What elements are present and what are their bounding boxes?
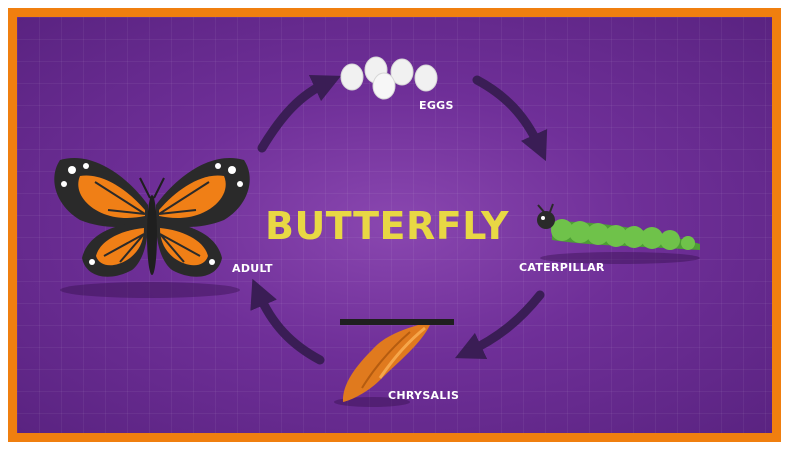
caterpillar-icon	[537, 204, 700, 264]
cycle-arrow-icon	[258, 292, 320, 360]
cycle-arrow-icon	[262, 82, 328, 148]
stage-label-caterpillar: CATERPILLAR	[519, 261, 605, 274]
egg-icon	[341, 57, 437, 99]
stage-label-chrysalis: CHRYSALIS	[388, 389, 459, 402]
cycle-arrow-icon	[477, 80, 540, 148]
stage-label-adult: ADULT	[232, 262, 273, 275]
butterfly-icon	[54, 158, 249, 298]
stage-label-eggs: EGGS	[419, 99, 454, 112]
diagram-title: BUTTERFLY	[256, 204, 518, 248]
cycle-arrow-icon	[468, 295, 540, 352]
